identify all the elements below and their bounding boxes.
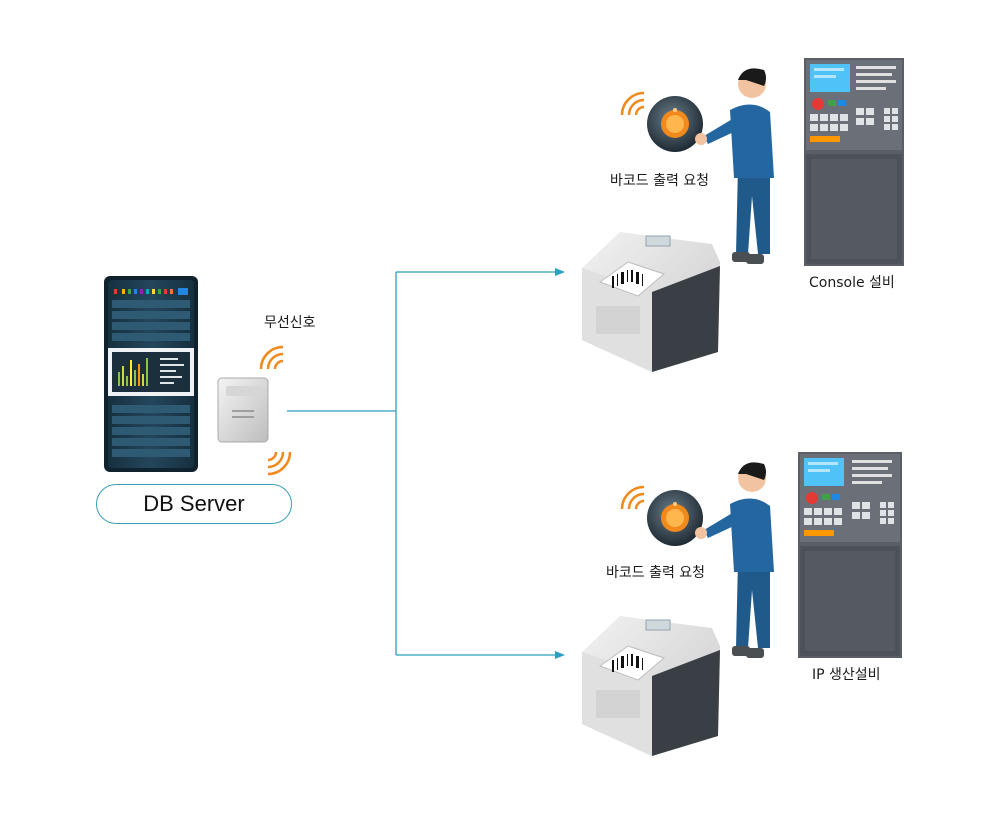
- console-machine-label: Console 설비: [809, 275, 895, 291]
- db-server-label: DB Server: [96, 484, 292, 524]
- barcode-request-label-bottom: 바코드 출력 요청: [606, 565, 706, 581]
- signal-icon-bottom: [620, 485, 646, 511]
- cnc-machine-icon-bottom: [798, 452, 902, 658]
- call-button-icon-top: [647, 96, 703, 152]
- ip-production-machine-label: IP 생산설비: [812, 667, 881, 683]
- arrow-head-top: [555, 268, 565, 276]
- server-screen-chart: [118, 358, 184, 386]
- wireless-signal-label: 무선신호: [264, 315, 316, 331]
- barcode-printer-icon-top: [582, 232, 720, 372]
- server-status-leds: [114, 288, 188, 295]
- wireless-access-point-icon: [217, 377, 269, 443]
- worker-icon-bottom: [695, 462, 774, 658]
- signal-icon-top: [620, 91, 646, 117]
- connector-lines: [287, 268, 565, 659]
- barcode-lines: [612, 654, 643, 672]
- call-button-icon-bottom: [647, 490, 703, 546]
- cnc-machine-icon-top: [804, 58, 904, 266]
- server-rack-icon: [104, 276, 198, 472]
- worker-icon-top: [695, 68, 774, 264]
- barcode-lines: [612, 270, 643, 288]
- server-drive-bays: [112, 300, 190, 457]
- barcode-printer-icon-bottom: [582, 616, 720, 756]
- arrow-head-bottom: [555, 651, 565, 659]
- barcode-request-label-top: 바코드 출력 요청: [610, 173, 710, 189]
